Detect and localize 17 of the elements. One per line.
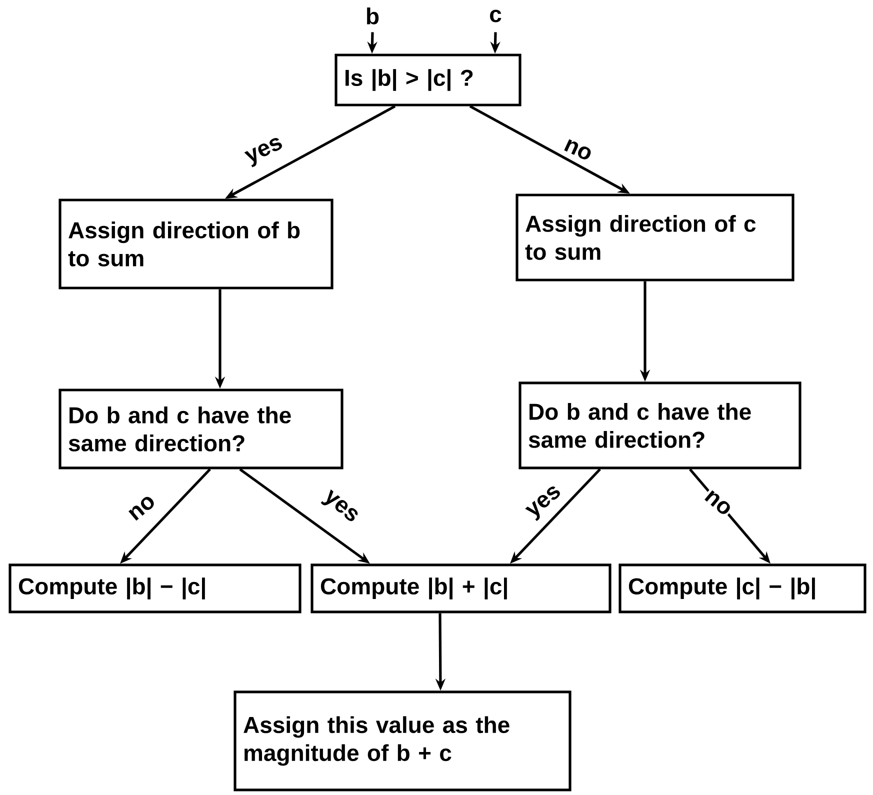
input-label: b [367, 8, 379, 24]
edge-label: no [126, 492, 158, 524]
process-box: Assign this value as the magnitude of b + c [234, 690, 572, 792]
process-box: Is |b| > |c| ? [334, 54, 522, 106]
process-box: Assign direction of c to sum [516, 194, 794, 282]
process-box: Assign direction of b to sum [58, 198, 334, 290]
edge-label: yes [242, 134, 288, 170]
edge-label: yes [318, 488, 362, 528]
process-box: Compute |b| + |c| [310, 564, 612, 614]
process-box: Compute |c| − |b| [618, 564, 866, 614]
process-box: Do b and c have the same direction? [58, 388, 344, 470]
edge-label: no [702, 488, 734, 518]
edge-label: yes [523, 482, 567, 524]
process-box: Do b and c have the same direction? [518, 382, 802, 470]
process-box: Compute |b| − |c| [8, 564, 302, 614]
edge-label: no [561, 137, 595, 163]
input-label: c [490, 10, 502, 22]
